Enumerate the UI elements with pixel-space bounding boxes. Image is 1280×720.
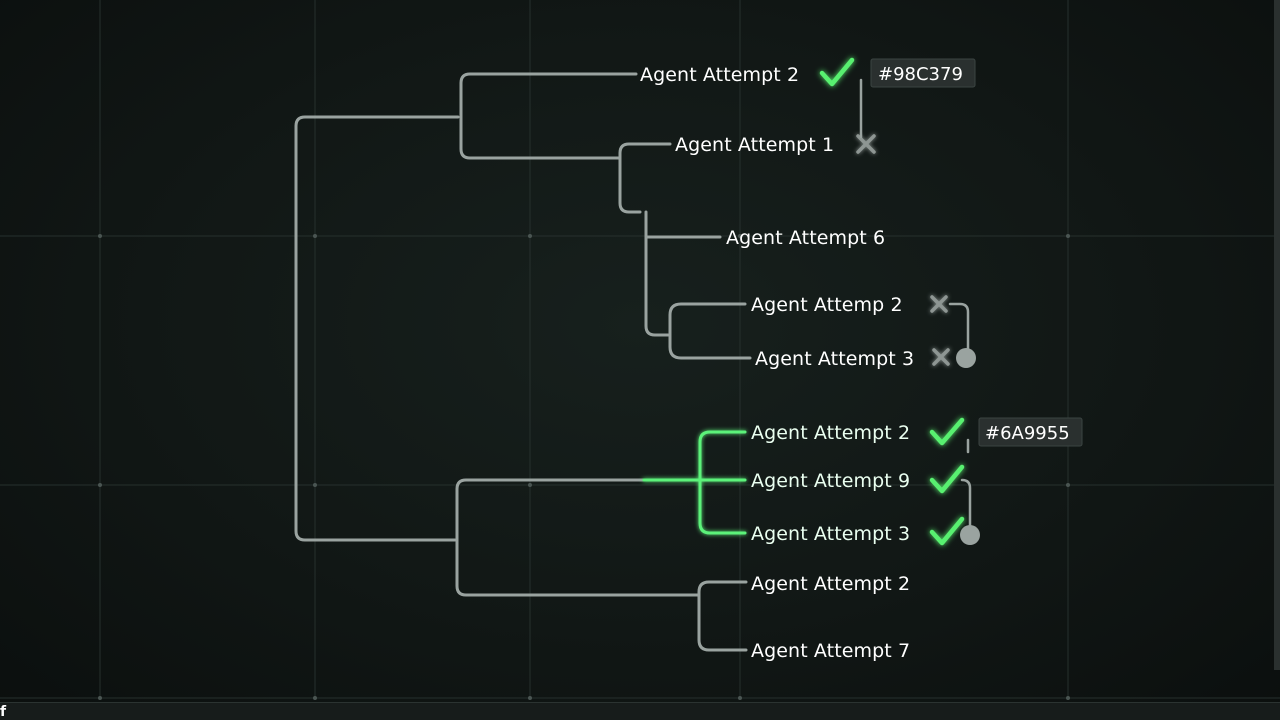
lower-clade-branch [455, 478, 701, 597]
node-label[interactable]: Agent Attempt 3 [755, 348, 914, 370]
node-labels: Agent Attempt 2 Agent Attempt 1 Agent At… [640, 64, 914, 662]
grid-dot [1066, 696, 1070, 700]
check-icon [819, 57, 855, 87]
node-label[interactable]: Agent Attemp 2 [751, 294, 903, 316]
attempt-1-clade-branch [618, 142, 672, 214]
hex-tag-label: #98C379 [878, 64, 963, 85]
x-icon [932, 348, 950, 366]
grid-dot [1066, 234, 1070, 238]
grid-dot [1066, 483, 1070, 487]
grid-dot [98, 483, 102, 487]
end-dots [956, 348, 980, 545]
x-icon [930, 295, 948, 313]
grid-dot [738, 696, 742, 700]
upper-clade-branch [459, 72, 638, 160]
success-branch-fork [698, 430, 747, 535]
end-dot [956, 348, 976, 368]
hex-tag-6a9955: #6A9955 [978, 417, 1083, 447]
grid-dot [528, 483, 532, 487]
grid-dot [98, 696, 102, 700]
connectors [859, 78, 972, 529]
node-label[interactable]: Agent Attempt 3 [751, 523, 910, 545]
node-label[interactable]: Agent Attempt 7 [751, 640, 910, 662]
node-label[interactable]: Agent Attempt 2 [751, 573, 910, 595]
grid-dot [313, 483, 317, 487]
tree-branches [294, 72, 752, 652]
grid-intersections [98, 234, 1070, 700]
bottom-bar-glyph: f [0, 704, 7, 720]
root-branch [294, 115, 460, 542]
grid-dot [313, 696, 317, 700]
x-icon [856, 134, 876, 154]
grid-dot [738, 234, 742, 238]
node-label[interactable]: Agent Attempt 2 [640, 64, 799, 86]
hex-tag-box [978, 417, 1083, 447]
failed-pair-branch [668, 302, 752, 360]
leaf-pair-branch [697, 580, 748, 652]
node-label[interactable]: Agent Attempt 2 [751, 422, 910, 444]
grid-dot [313, 234, 317, 238]
check-icon [929, 417, 965, 446]
pair-connector [948, 302, 970, 352]
hex-tag-98c379: #98C379 [870, 58, 976, 88]
node-label[interactable]: Agent Attempt 1 [675, 134, 834, 156]
hex-tag-box [870, 58, 976, 88]
node-label[interactable]: Agent Attempt 9 [751, 470, 910, 492]
sub-clade-branch [644, 210, 670, 337]
check-icon [929, 464, 965, 494]
node-label[interactable]: Agent Attempt 6 [726, 227, 885, 249]
end-dot [960, 525, 980, 545]
hex-tag-label: #6A9955 [985, 423, 1070, 444]
grid-dot [528, 696, 532, 700]
success-path [642, 430, 747, 535]
fail-marks [856, 134, 950, 366]
grid-dot [528, 234, 532, 238]
pair-connector [960, 478, 972, 529]
grid-dot [98, 234, 102, 238]
check-icon [929, 516, 965, 546]
bottom-bar [0, 702, 1280, 720]
right-edge-panel [1274, 0, 1280, 670]
success-checks [819, 57, 965, 546]
